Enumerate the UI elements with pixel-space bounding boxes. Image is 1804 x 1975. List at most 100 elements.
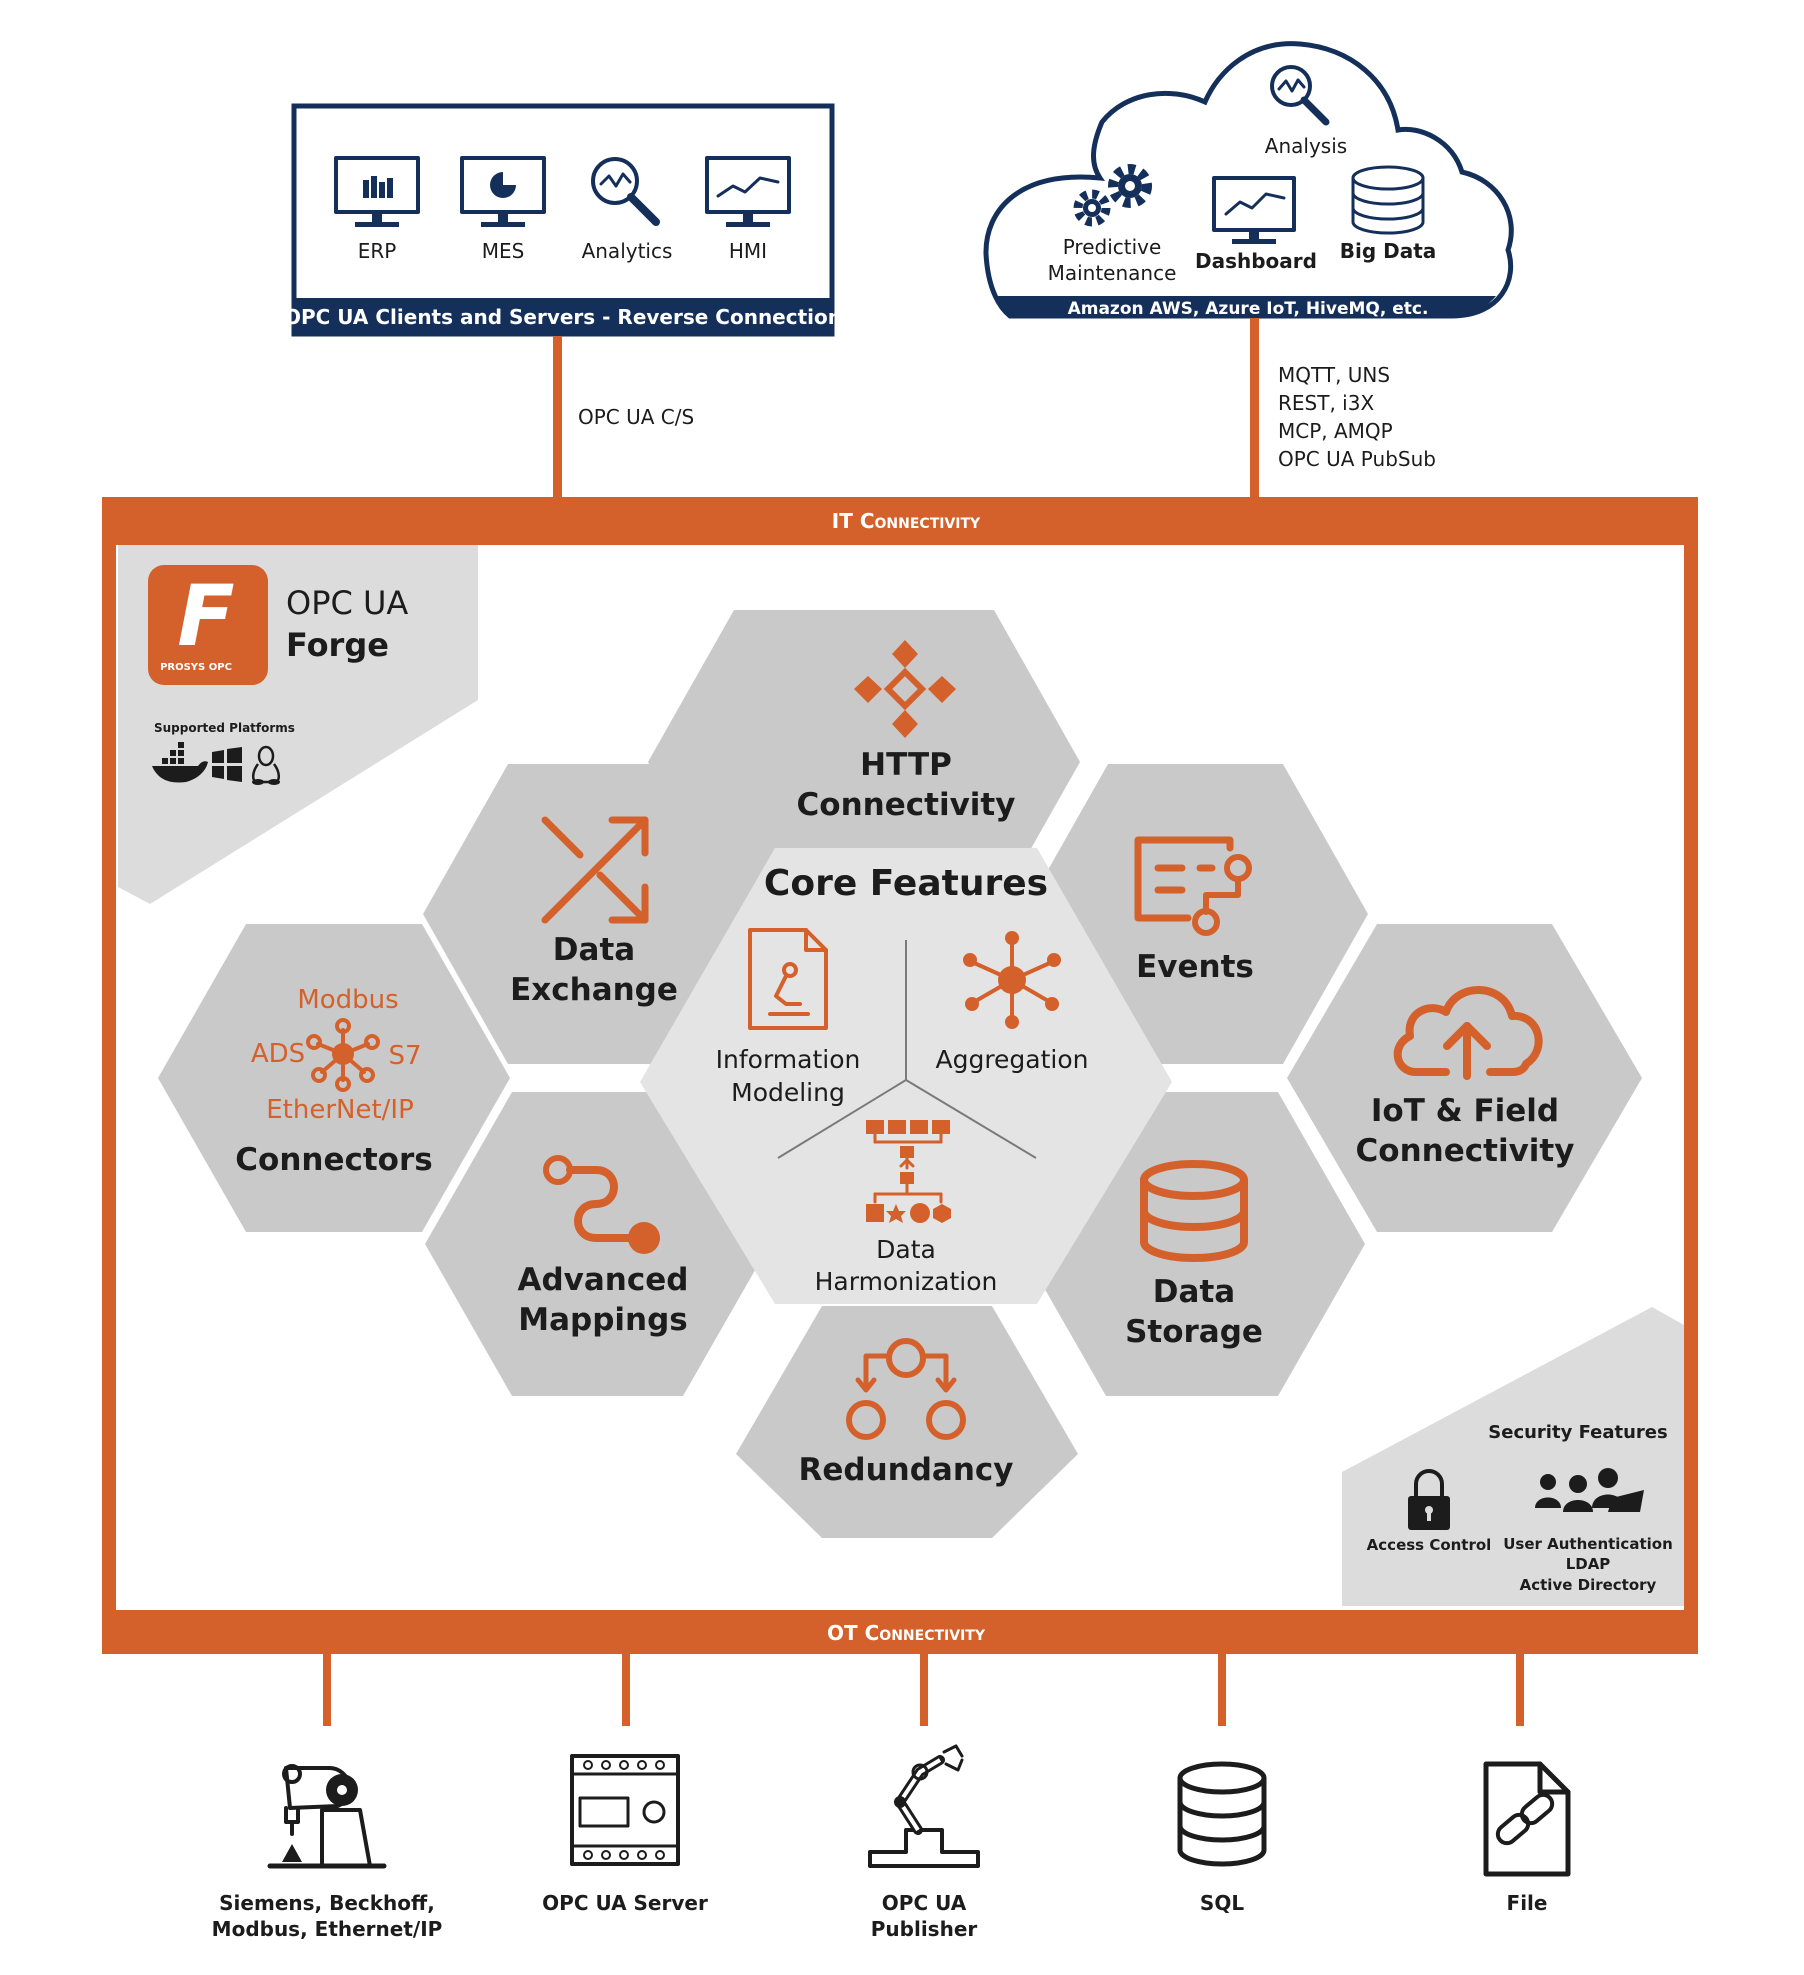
ot-connectivity-title: OT Connectivity — [827, 1621, 986, 1645]
redundancy-cycle-icon — [846, 1338, 966, 1440]
diamond-network-icon — [854, 640, 956, 738]
product-panel: F PROSYS OPC OPC UA Forge Supported Plat… — [118, 545, 478, 904]
advanced-mappings-label-1: Advanced — [518, 1262, 689, 1298]
iot-label-1: IoT & Field — [1371, 1093, 1559, 1129]
erp-label: ERP — [358, 239, 397, 263]
events-flow-icon — [1134, 836, 1252, 936]
cloud-upload-icon — [1393, 986, 1543, 1080]
http-label-2: Connectivity — [797, 787, 1016, 823]
information-modeling-label-1: Information — [716, 1045, 861, 1074]
big-data-database-icon — [1351, 165, 1425, 235]
shuffle-arrows-icon — [541, 816, 649, 924]
ot-device-3-line2: Publisher — [871, 1917, 978, 1941]
user-auth-label: User Authentication — [1503, 1535, 1673, 1553]
main-frame: IT Connectivity OT Connectivity — [102, 497, 1698, 1654]
industrial-robot-icon — [868, 1744, 980, 1868]
ot-device-1-line2: Modbus, Ethernet/IP — [212, 1917, 443, 1941]
protocol-1: MQTT, UNS — [1278, 363, 1390, 387]
core-divider-right — [905, 1079, 1037, 1159]
ot-device-3-line1: OPC UA — [882, 1891, 967, 1915]
padlock-icon — [1408, 1469, 1450, 1530]
aggregation-label: Aggregation — [935, 1045, 1088, 1074]
data-exchange-label-2: Exchange — [510, 972, 678, 1008]
hub-network-icon — [306, 1018, 380, 1092]
advanced-mappings-label-2: Mappings — [518, 1302, 688, 1338]
information-document-icon — [748, 928, 828, 1030]
mes-monitor-icon — [460, 156, 546, 227]
docker-icon — [152, 742, 208, 783]
connector-s7: S7 — [388, 1041, 421, 1071]
product-name-line1: OPC UA — [286, 584, 408, 622]
core-features-title: Core Features — [764, 863, 1048, 904]
product-name-line2: Forge — [286, 626, 389, 664]
big-data-label: Big Data — [1340, 239, 1437, 263]
security-panel: Security Features Access Control User Au… — [1342, 1307, 1684, 1606]
harmonization-label-2: Harmonization — [815, 1267, 998, 1296]
hex-connectors: Modbus ADS S7 EtherNet/IP Connectors — [158, 924, 510, 1232]
iot-label-2: Connectivity — [1356, 1133, 1575, 1169]
plc-module-icon — [570, 1754, 680, 1866]
analysis-magnifier-icon — [1270, 65, 1330, 126]
protocol-3: MCP, AMQP — [1278, 419, 1393, 443]
active-directory-label: Active Directory — [1520, 1576, 1657, 1594]
access-control-label: Access Control — [1367, 1536, 1492, 1554]
predictive-label-2: Maintenance — [1048, 261, 1177, 285]
hex-redundancy: Redundancy — [736, 1306, 1078, 1538]
connector-modbus: Modbus — [297, 985, 398, 1015]
gears-icon — [1073, 164, 1152, 227]
cloud-analysis-label: Analysis — [1265, 134, 1347, 158]
protocol-4: OPC UA PubSub — [1278, 447, 1436, 471]
harmonization-label-1: Data — [876, 1235, 936, 1264]
http-label-1: HTTP — [860, 747, 952, 783]
protocol-2: REST, i3X — [1278, 391, 1374, 415]
user-group-icon — [1535, 1468, 1644, 1512]
ot-device-2-line1: OPC UA Server — [542, 1891, 708, 1915]
analytics-magnifier-icon — [591, 157, 660, 226]
windows-icon — [212, 747, 242, 782]
ot-device-1-line1: Siemens, Beckhoff, — [219, 1891, 435, 1915]
aggregation-hub-icon — [963, 931, 1061, 1029]
redundancy-label: Redundancy — [799, 1452, 1014, 1488]
data-storage-label-1: Data — [1153, 1274, 1235, 1310]
core-divider-left — [777, 1079, 907, 1159]
connectors-label: Connectors — [235, 1142, 432, 1178]
robot-arm-icon — [267, 1764, 387, 1869]
hex-core-features: Core Features Information Modeling — [640, 848, 1172, 1304]
opcua-cs-label: OPC UA C/S — [578, 405, 694, 429]
storage-database-icon — [1140, 1160, 1248, 1262]
logo-letter: F — [177, 567, 234, 665]
analytics-label: Analytics — [582, 239, 673, 263]
cloud-connector-line — [1250, 318, 1259, 500]
dashboard-label: Dashboard — [1195, 249, 1317, 273]
ot-device-4-line1: SQL — [1200, 1891, 1244, 1915]
database-icon — [1177, 1761, 1267, 1867]
ldap-label: LDAP — [1566, 1555, 1611, 1573]
events-label: Events — [1136, 949, 1254, 985]
hex-iot-field-connectivity: IoT & Field Connectivity — [1287, 924, 1642, 1232]
information-modeling-label-2: Modeling — [731, 1078, 845, 1107]
ot-line-3 — [920, 1654, 928, 1726]
it-connectivity-title: IT Connectivity — [832, 509, 981, 533]
linux-icon — [252, 745, 280, 785]
connector-ads: ADS — [251, 1039, 305, 1069]
data-storage-label-2: Storage — [1125, 1314, 1263, 1350]
forge-logo: F PROSYS OPC — [148, 565, 268, 685]
erp-monitor-icon — [334, 156, 420, 227]
connector-ethernet-ip: EtherNet/IP — [266, 1095, 414, 1125]
hmi-label: HMI — [729, 239, 767, 263]
ot-line-2 — [622, 1654, 630, 1726]
mes-label: MES — [482, 239, 525, 263]
it-box-footer: OPC UA Clients and Servers - Reverse Con… — [284, 305, 842, 329]
path-route-icon — [543, 1155, 660, 1254]
ot-device-5-line1: File — [1507, 1891, 1548, 1915]
harmonization-hierarchy-icon — [866, 1120, 951, 1223]
cloud-footer: Amazon AWS, Azure IoT, HiveMQ, etc. — [1068, 299, 1429, 319]
opcua-cs-connector-line — [553, 336, 562, 500]
hex-http-connectivity: HTTP Connectivity — [648, 610, 1080, 914]
ot-line-1 — [323, 1654, 331, 1726]
supported-platforms-label: Supported Platforms — [154, 721, 295, 735]
predictive-label-1: Predictive — [1063, 235, 1162, 259]
ot-line-4 — [1218, 1654, 1226, 1726]
security-title: Security Features — [1488, 1422, 1667, 1443]
dashboard-monitor-icon — [1212, 176, 1296, 244]
